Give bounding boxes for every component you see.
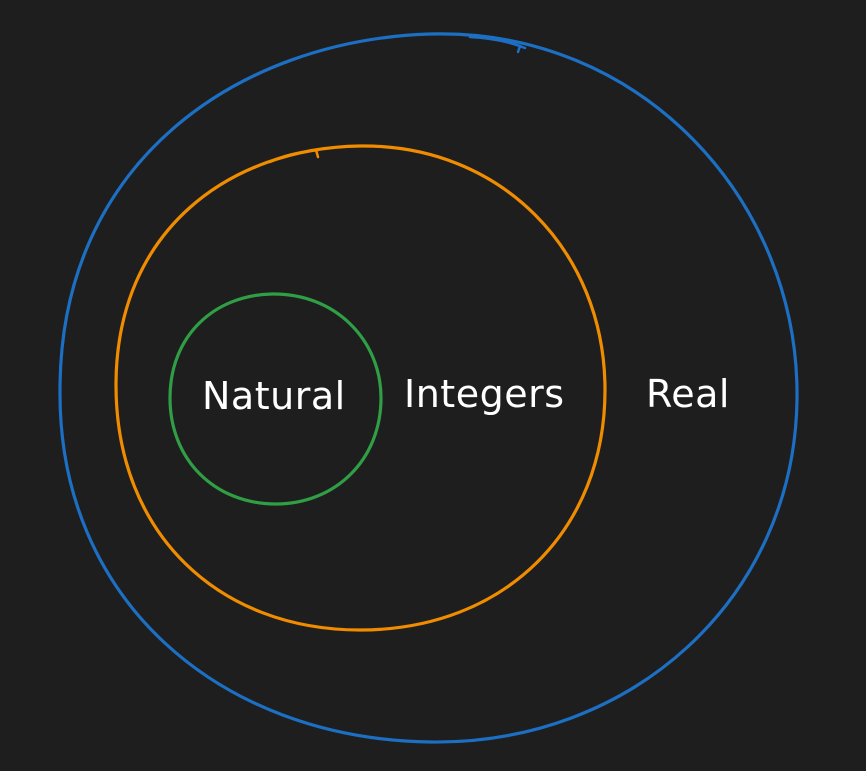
integers-set[interactable]: Integers <box>114 144 607 632</box>
real-set-outline <box>58 32 799 744</box>
integers-set-label: Integers <box>404 372 565 416</box>
real-set-label: Real <box>646 372 730 416</box>
integers-set-outline <box>114 144 607 632</box>
integers-set-outline-stroke-overlap <box>268 148 320 164</box>
natural-set[interactable]: Natural <box>168 292 383 506</box>
real-set-outline-stroke-overlap <box>468 35 527 54</box>
real-set[interactable]: Real <box>58 32 799 744</box>
natural-set-label: Natural <box>202 374 346 418</box>
natural-set-outline <box>168 292 383 506</box>
